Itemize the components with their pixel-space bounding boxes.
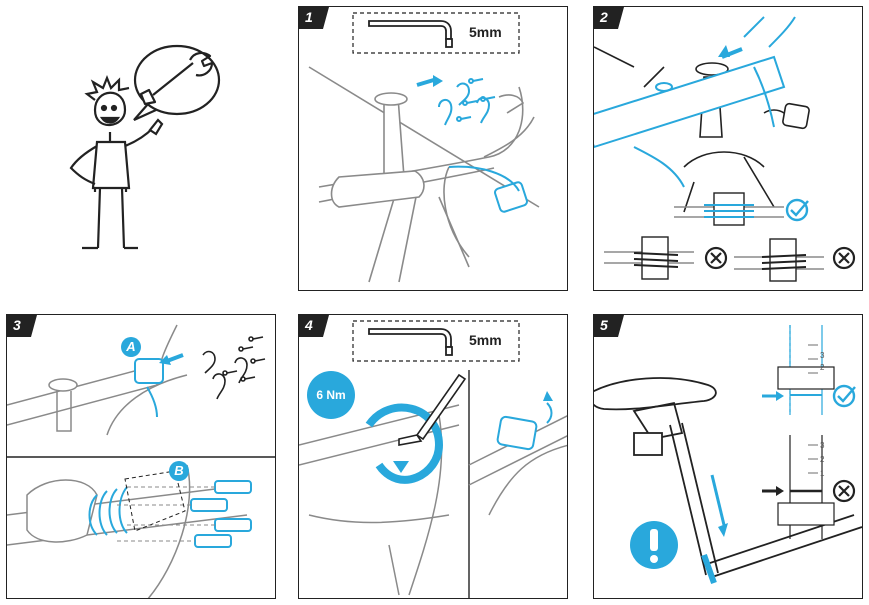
step-4-number: 4	[305, 317, 313, 333]
alignment-wrong-right	[734, 238, 824, 282]
step-3-panel: 3	[6, 314, 276, 599]
hex-key-icon	[368, 328, 453, 356]
saddle-sketch	[594, 377, 862, 578]
step-1-panel: 1	[298, 6, 568, 291]
scale-tick-ok-1: 3	[820, 351, 825, 360]
down-arrow	[710, 474, 726, 526]
handlebar-sketch	[308, 66, 540, 283]
alignment-wrong-left	[604, 236, 694, 280]
step-5-badge: 5	[594, 315, 624, 337]
right-mount	[496, 391, 553, 451]
sub-step-b-badge: B	[169, 461, 189, 481]
x-circle-icon	[832, 246, 856, 270]
step-3-badge: 3	[7, 315, 37, 337]
check-circle-icon	[832, 384, 856, 408]
wrench-icon	[139, 51, 214, 106]
sub-step-a-badge: A	[121, 337, 141, 357]
scale-tick-bad-1: 3	[820, 441, 825, 450]
sub-a-mount	[134, 353, 184, 418]
step-3-number: 3	[13, 317, 21, 333]
step-1-tool-label: 5mm	[469, 24, 502, 40]
step-2-badge: 2	[594, 7, 624, 29]
sub-b-sketch	[7, 464, 248, 598]
sub-b-exploded	[88, 480, 252, 548]
step-2-panel: 2	[593, 6, 863, 291]
torque-badge: 6 Nm	[307, 371, 355, 419]
intro-character	[0, 0, 290, 290]
check-circle-icon	[785, 198, 809, 222]
mount-parts	[416, 75, 528, 213]
step-4-tool-label: 5mm	[469, 332, 502, 348]
left-sketch	[299, 404, 460, 596]
tool-callout-box	[352, 320, 520, 362]
black-right-arrow	[762, 486, 784, 496]
screws-parts	[202, 336, 266, 400]
step-1-badge: 1	[299, 7, 329, 29]
character-body	[69, 118, 164, 250]
exclamation-icon	[630, 521, 678, 569]
step-4-panel: 4 6 Nm 5mm	[298, 314, 568, 599]
insertion-bad-gauge	[777, 435, 835, 539]
step-5-number: 5	[600, 317, 608, 333]
scale-tick-bad-3: 1	[820, 469, 825, 478]
speech-bubble	[133, 44, 221, 122]
scale-tick-bad-2: 2	[820, 455, 825, 464]
insertion-ok-gauge	[777, 325, 835, 415]
step-2-number: 2	[600, 9, 608, 25]
tool-callout-box	[352, 12, 520, 54]
sub-b-guide-lines	[117, 470, 215, 542]
character-head	[84, 75, 130, 127]
scale-tick-ok-2: 2	[820, 363, 825, 372]
x-circle-icon	[832, 479, 856, 503]
torque-arrow	[365, 403, 444, 484]
hex-key-icon	[368, 20, 453, 48]
hex-key-in-use	[398, 373, 467, 446]
blue-right-arrow	[762, 391, 784, 401]
handlebar-blue	[594, 16, 796, 188]
step-5-panel: 5	[593, 314, 863, 599]
alignment-correct	[674, 192, 784, 226]
step-4-badge: 4	[299, 315, 329, 337]
x-circle-icon	[704, 246, 728, 270]
step-1-number: 1	[305, 9, 313, 25]
